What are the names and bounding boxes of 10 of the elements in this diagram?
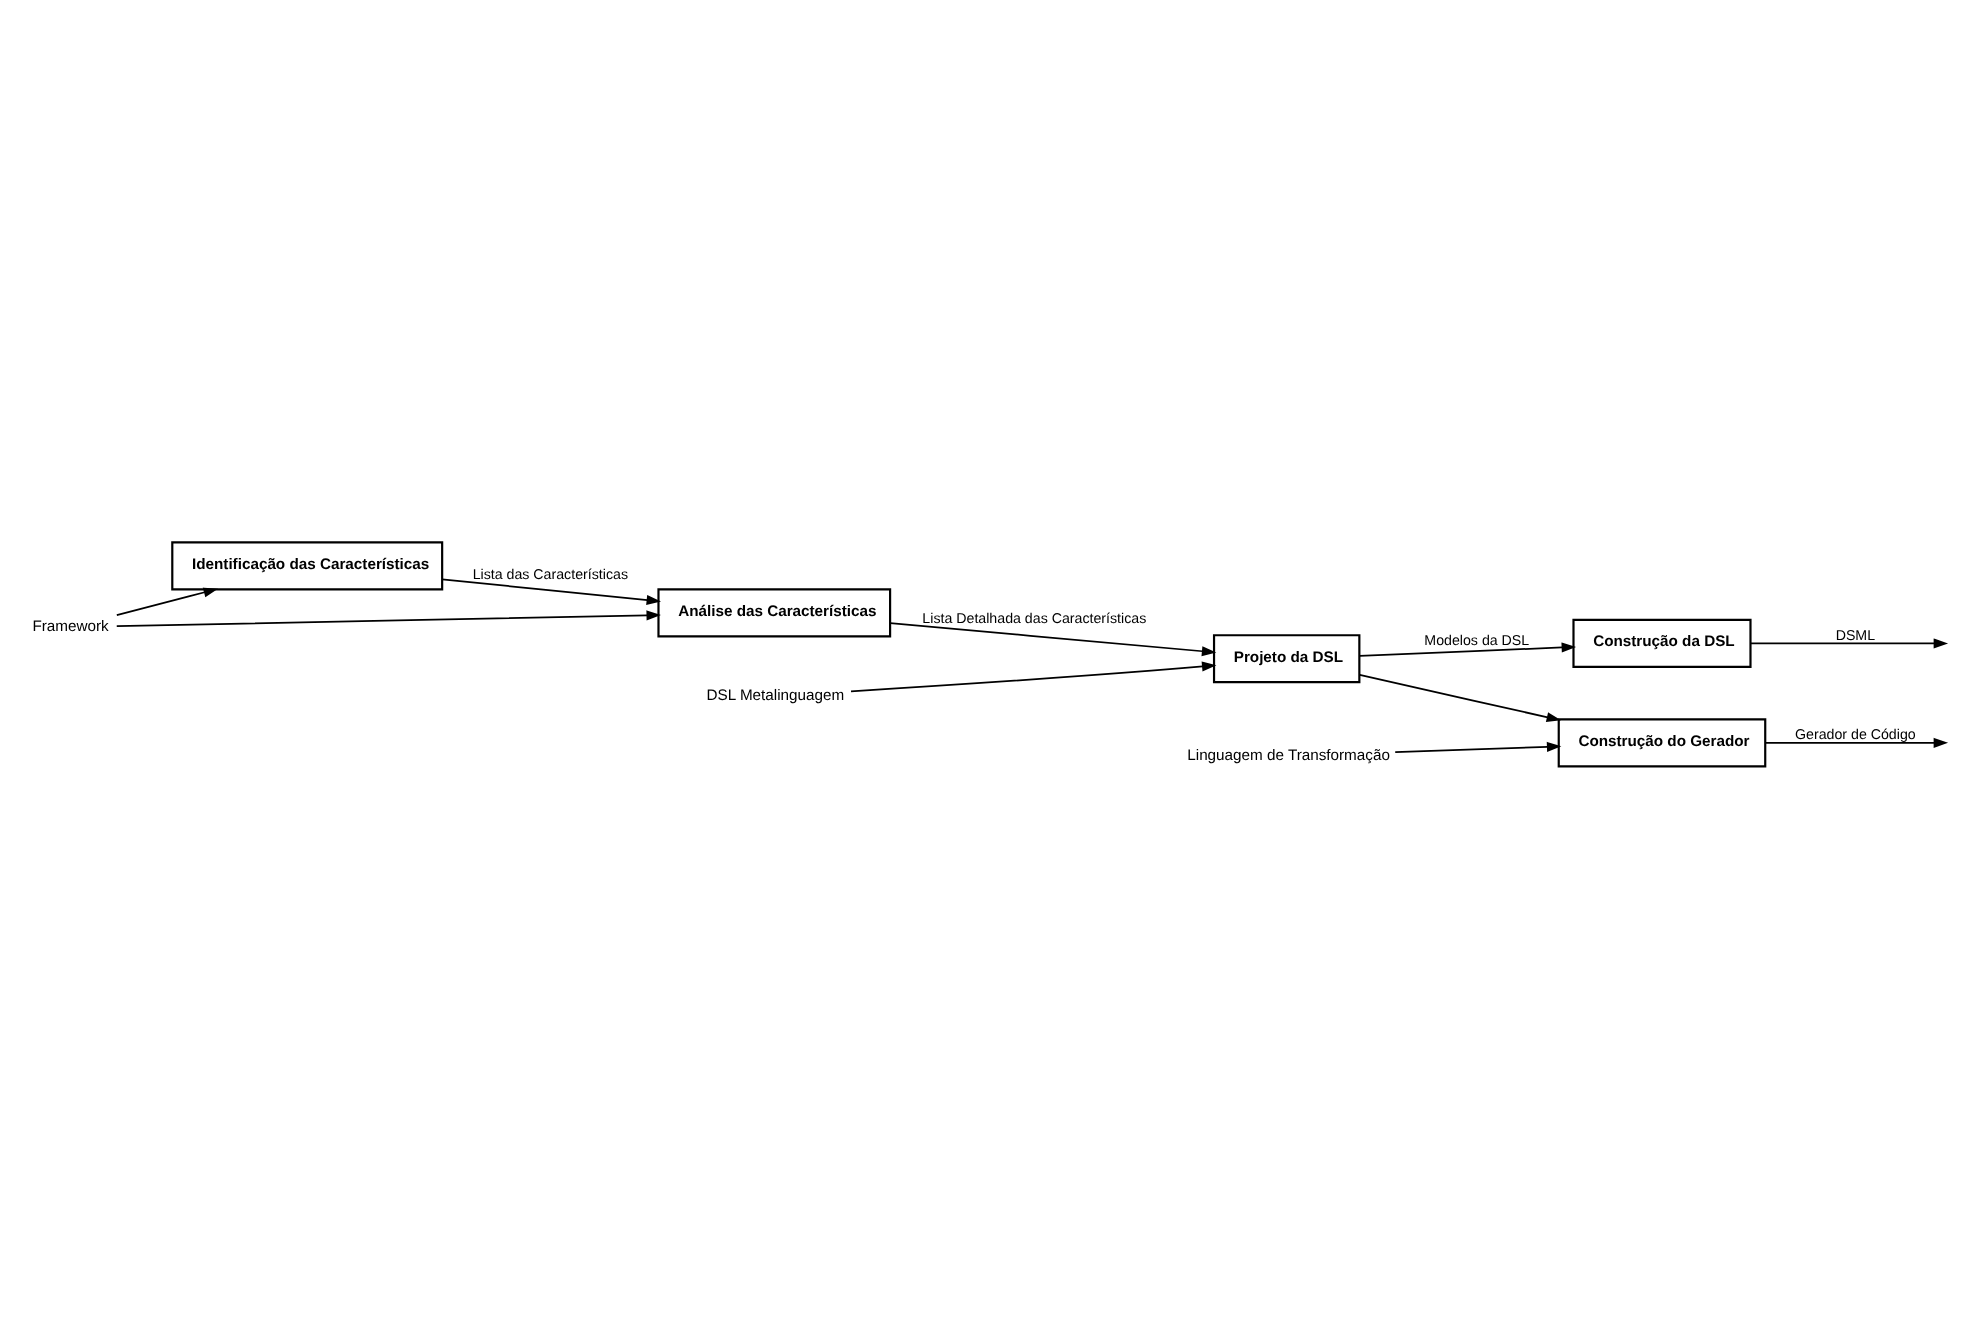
arrow (115, 610, 661, 627)
arrow (115, 587, 219, 617)
arrow (1749, 638, 1949, 649)
arrow (1358, 674, 1562, 723)
arrow (850, 661, 1217, 693)
arrow (1358, 642, 1577, 657)
arrow (441, 578, 662, 606)
arrow (1394, 741, 1562, 754)
arrow (1764, 737, 1949, 748)
arrow (889, 622, 1217, 657)
